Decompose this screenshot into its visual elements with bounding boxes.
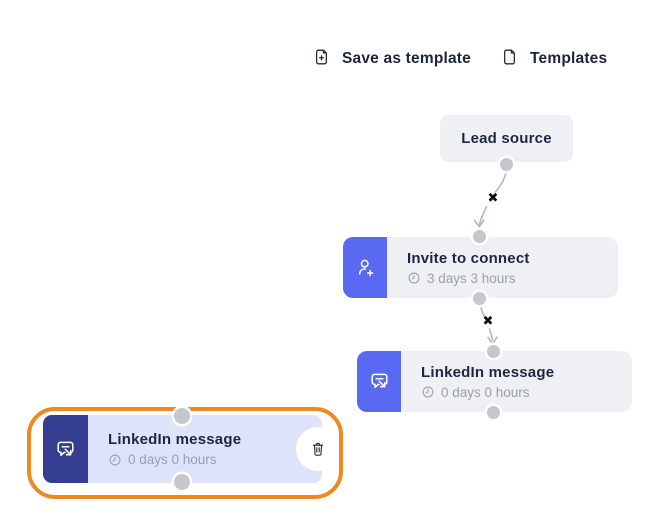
- templates-label: Templates: [530, 50, 608, 67]
- linkedin-message-node-selected[interactable]: LinkedIn message 0 days 0 hours: [43, 415, 322, 483]
- invite-to-connect-node[interactable]: Invite to connect 3 days 3 hours: [343, 237, 618, 298]
- delete-step-button[interactable]: [309, 440, 327, 458]
- close-x-icon: ✖: [487, 191, 499, 206]
- trash-button-backdrop: [296, 427, 340, 471]
- linkedin-message-node[interactable]: LinkedIn message 0 days 0 hours: [357, 351, 632, 412]
- clock-icon: [408, 272, 420, 284]
- connector-handle[interactable]: [487, 345, 500, 358]
- save-as-template-label: Save as template: [342, 50, 471, 67]
- step-delay: 0 days 0 hours: [441, 384, 530, 400]
- connector-handle[interactable]: [473, 292, 486, 305]
- person-add-icon: [343, 237, 387, 298]
- step-title: Invite to connect: [407, 249, 530, 267]
- step-title: LinkedIn message: [421, 363, 555, 381]
- clock-icon: [109, 454, 121, 465]
- connector-handle[interactable]: [487, 406, 500, 419]
- trash-icon: [312, 442, 324, 456]
- save-as-template-button[interactable]: Save as template: [312, 46, 471, 72]
- lead-source-title: Lead source: [461, 130, 552, 147]
- lead-source-node[interactable]: Lead source: [440, 115, 573, 162]
- remove-connector-button[interactable]: ✖: [479, 313, 497, 331]
- templates-button[interactable]: Templates: [500, 46, 607, 72]
- step-delay: 0 days 0 hours: [128, 452, 217, 467]
- clock-icon: [422, 386, 434, 398]
- connector-handle[interactable]: [473, 230, 486, 243]
- message-send-icon: [357, 351, 401, 412]
- file-plus-icon: [312, 47, 331, 72]
- step-title: LinkedIn message: [108, 431, 242, 448]
- connector-handle[interactable]: [500, 158, 513, 171]
- remove-connector-button[interactable]: ✖: [484, 190, 502, 208]
- message-send-icon: [43, 415, 88, 483]
- connector-handle[interactable]: [174, 408, 190, 424]
- step-delay: 3 days 3 hours: [427, 270, 516, 286]
- file-icon: [500, 47, 519, 72]
- close-x-icon: ✖: [482, 314, 494, 329]
- connector-handle[interactable]: [174, 474, 190, 490]
